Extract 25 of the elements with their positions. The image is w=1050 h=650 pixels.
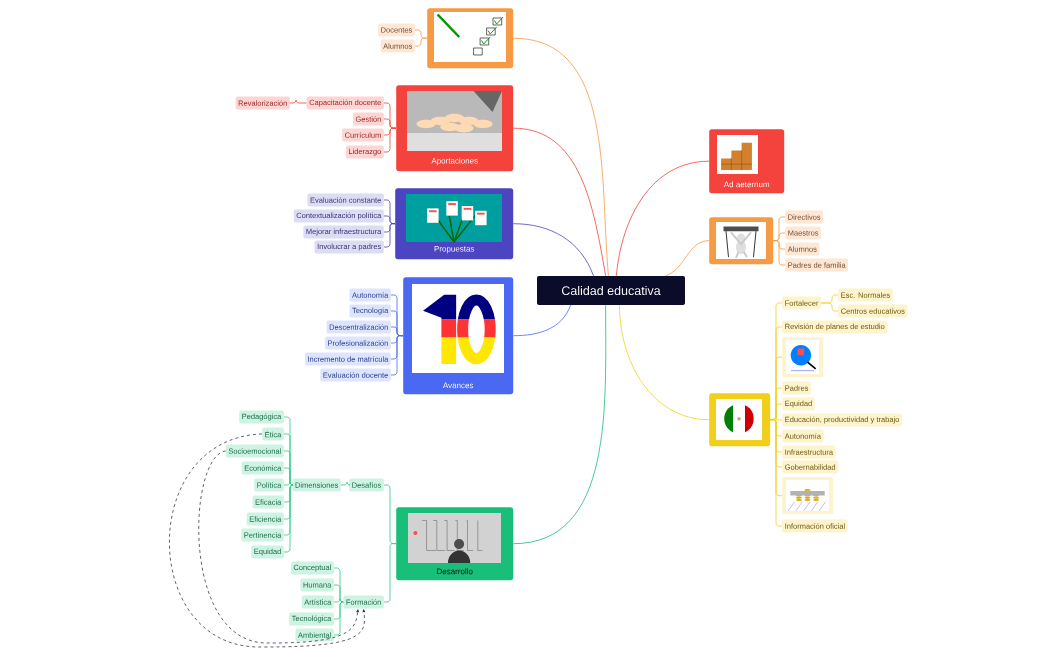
branch-line [289, 99, 307, 104]
branch-line [513, 304, 607, 545]
branch-line [390, 335, 404, 376]
branch-line [414, 37, 428, 47]
branch-line [513, 127, 607, 277]
branch-line [513, 304, 571, 337]
branch-line [283, 484, 294, 553]
branch-line [770, 419, 783, 527]
branch-line [333, 601, 344, 636]
branch-line [665, 240, 710, 277]
branch-line [340, 481, 351, 486]
branch-line [513, 223, 594, 277]
branch-line [383, 127, 397, 153]
branch-line [615, 160, 710, 277]
branch-line [820, 302, 839, 312]
central-topic-box: Calidad educativa [537, 276, 685, 305]
branch-line [333, 598, 344, 603]
branch-line [383, 223, 396, 248]
dashed-arrow [198, 450, 359, 644]
branch-line [619, 304, 710, 421]
branch-line [383, 543, 397, 603]
dashed-arrow [169, 433, 366, 648]
branch-line [773, 240, 786, 266]
branch-line [513, 37, 609, 277]
branch-line [283, 481, 294, 486]
